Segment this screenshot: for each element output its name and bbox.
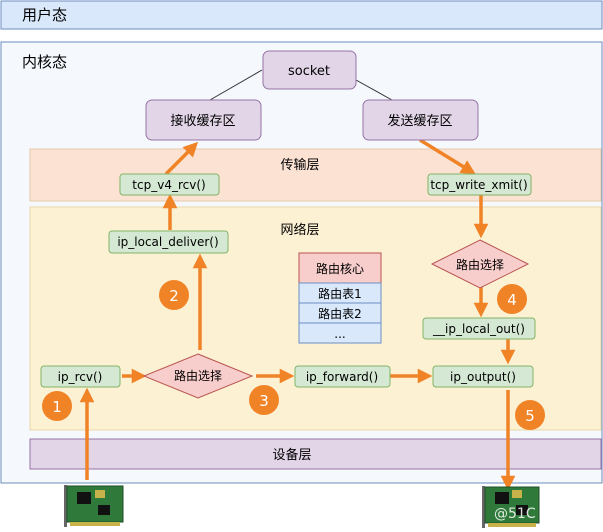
ip-rcv-node: ip_rcv()	[40, 365, 121, 388]
tcp-v4-rcv-label: tcp_v4_rcv()	[132, 178, 205, 192]
tcp-write-xmit-node: tcp_write_xmit()	[427, 173, 532, 196]
route-select-right-label: 路由选择	[456, 257, 504, 272]
tcp-v4-rcv-node: tcp_v4_rcv()	[119, 173, 220, 196]
route-table-row: 路由表1	[318, 286, 362, 301]
route-select-mid-node: 路由选择	[142, 353, 254, 399]
nic-card-icon	[482, 486, 540, 528]
ip-rcv-label: ip_rcv()	[58, 370, 103, 384]
device-layer-label: 设备层	[272, 447, 311, 463]
step-badge-4: 4	[497, 284, 527, 314]
step-number: 2	[169, 287, 179, 305]
socket-node: socket	[262, 50, 357, 90]
step-number: 3	[259, 392, 269, 410]
ip-local-deliver-label: ip_local_deliver()	[117, 235, 218, 249]
ip-local-out-node: __ip_local_out()	[422, 317, 536, 340]
kernel-space-label: 内核态	[22, 53, 67, 71]
route-table-row: ...	[334, 327, 345, 341]
transport-layer-label: 传输层	[280, 157, 319, 173]
recv-buffer-label: 接收缓存区	[170, 113, 235, 129]
arrow-socket-to-recv	[209, 69, 263, 101]
ip-output-label: ip_output()	[450, 370, 516, 384]
step-badge-5: 5	[515, 400, 545, 430]
arrows	[79, 69, 516, 491]
step-badge-3: 3	[249, 385, 279, 415]
route-table-header: 路由核心	[316, 261, 364, 276]
step-number: 5	[525, 407, 535, 425]
step-number: 4	[507, 291, 517, 309]
watermark-text: @51C	[494, 506, 536, 522]
ip-forward-label: ip_forward()	[306, 370, 378, 384]
arrow-buffer-to-xmit	[419, 138, 476, 175]
ip-output-node: ip_output()	[432, 365, 534, 388]
arrow-tcp-rcv-to-buffer	[164, 141, 199, 176]
route-table: 路由核心 路由表1 路由表2 ...	[298, 252, 382, 344]
send-buffer-node: 发送缓存区	[362, 99, 479, 141]
step-badge-1: 1	[42, 391, 72, 421]
step-number: 1	[52, 398, 62, 416]
route-select-mid-label: 路由选择	[174, 368, 222, 383]
ip-local-out-label: __ip_local_out()	[432, 322, 525, 336]
recv-buffer-node: 接收缓存区	[145, 99, 262, 141]
tcp-write-xmit-label: tcp_write_xmit()	[430, 178, 527, 192]
route-table-row: 路由表2	[318, 306, 362, 321]
user-space-layer: 用户态	[0, 0, 603, 30]
route-select-right-node: 路由选择	[430, 239, 530, 289]
device-layer: 设备层	[29, 438, 602, 470]
nic-card-icon	[64, 485, 124, 527]
send-buffer-label: 发送缓存区	[387, 113, 452, 129]
ip-forward-node: ip_forward()	[294, 365, 391, 388]
network-layer-label: 网络层	[280, 222, 319, 238]
socket-label: socket	[288, 64, 330, 79]
step-badge-2: 2	[159, 280, 189, 310]
ip-local-deliver-node: ip_local_deliver()	[108, 230, 229, 254]
user-space-label: 用户态	[22, 6, 67, 24]
